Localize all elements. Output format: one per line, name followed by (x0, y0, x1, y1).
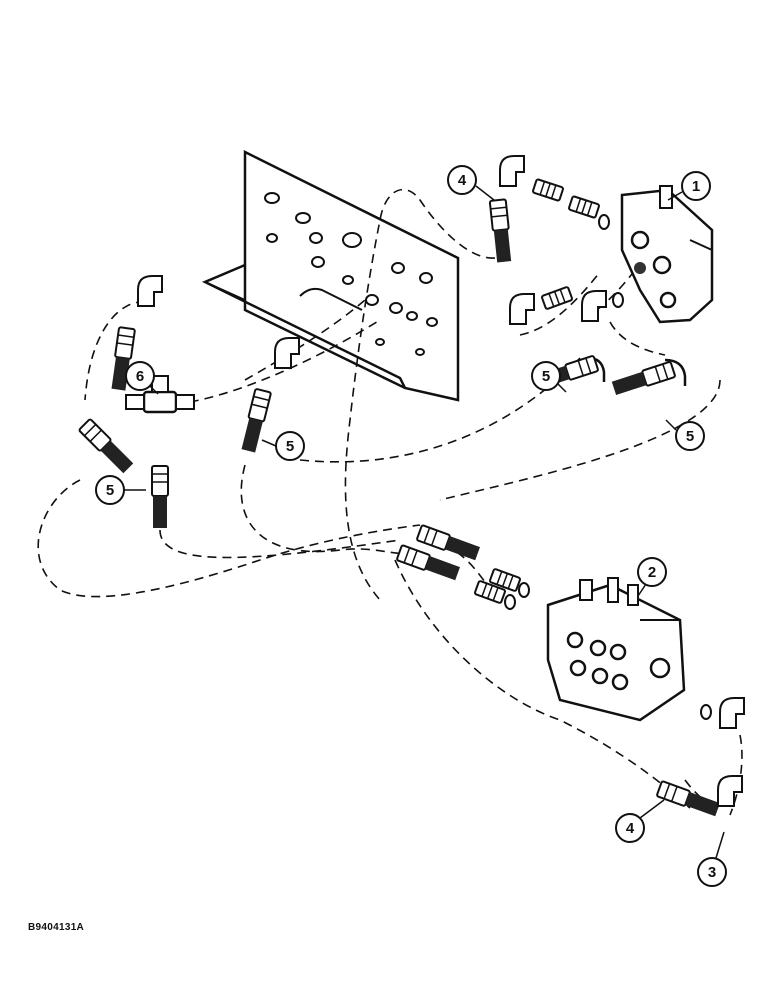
fittings-upper-right (488, 155, 624, 325)
hose-routing-lines (37, 188, 743, 816)
fittings-left (77, 275, 300, 529)
fittings-lower-right (655, 697, 745, 819)
control-valve-2 (546, 577, 686, 722)
callout-5-upper-mid: 5 (531, 361, 567, 393)
svg-text:1: 1 (692, 178, 700, 195)
svg-text:5: 5 (286, 438, 294, 455)
fittings-valve-2-inlet (395, 523, 530, 610)
figure-code: B9404131A (28, 922, 85, 933)
svg-text:6: 6 (136, 368, 144, 385)
mounting-plate (202, 149, 460, 402)
callout-1: 1 (667, 171, 711, 201)
svg-text:2: 2 (648, 564, 656, 581)
callout-6: 6 (125, 361, 159, 395)
svg-text:3: 3 (708, 864, 716, 881)
svg-text:4: 4 (458, 172, 467, 189)
hose-assemblies-5 (533, 354, 687, 397)
callout-5-left: 5 (95, 475, 146, 505)
svg-text:5: 5 (542, 368, 550, 385)
svg-text:5: 5 (106, 482, 114, 499)
callout-2: 2 (637, 557, 667, 597)
svg-text:5: 5 (686, 428, 694, 445)
control-valve-1 (620, 185, 714, 324)
callout-4-lower: 4 (615, 799, 665, 843)
callout-3: 3 (697, 831, 727, 887)
callout-4-upper: 4 (447, 165, 495, 201)
callout-5-right: 5 (665, 419, 705, 451)
svg-text:4: 4 (626, 820, 635, 837)
callout-5-center: 5 (261, 431, 305, 461)
